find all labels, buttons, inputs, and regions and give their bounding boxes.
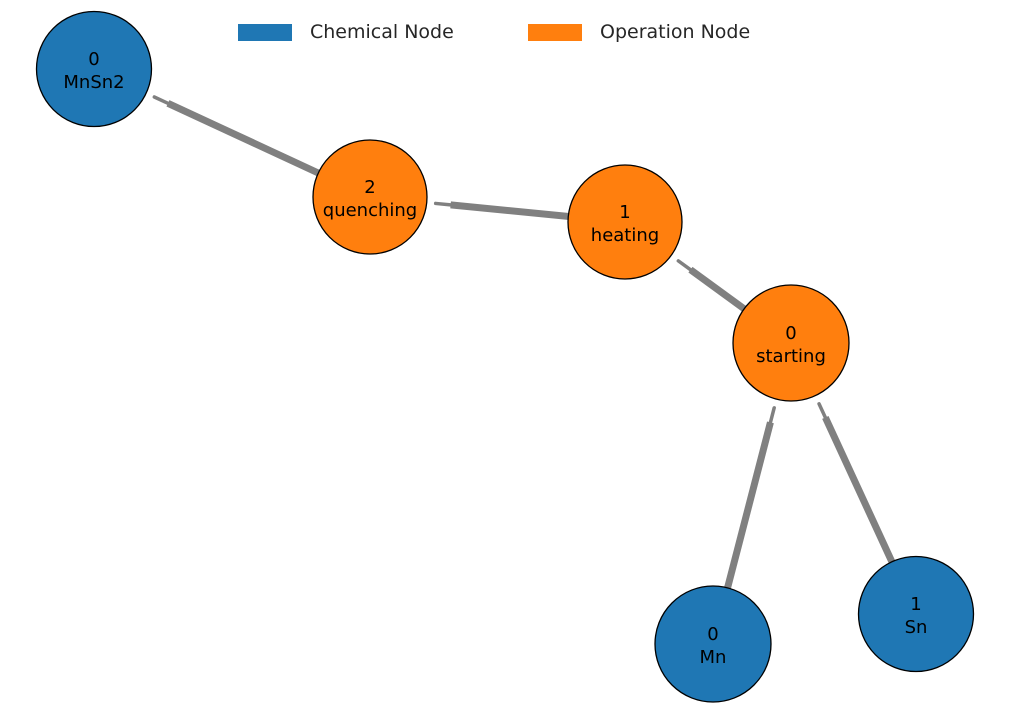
node-Mn: 0Mn <box>654 585 772 703</box>
node-quenching: 2quenching <box>312 139 428 255</box>
node-label-MnSn2: 0MnSn2 <box>63 49 124 93</box>
node-heating: 1heating <box>567 164 683 280</box>
node-label-Sn: 1Sn <box>905 594 928 638</box>
node-MnSn2: 0MnSn2 <box>35 10 153 128</box>
node-label-heating: 1heating <box>591 202 659 246</box>
node-starting: 0starting <box>732 284 850 402</box>
node-label-quenching: 2quenching <box>323 177 417 221</box>
node-label-starting: 0starting <box>756 323 826 367</box>
node-label-Mn: 0Mn <box>700 624 727 668</box>
node-Sn: 1Sn <box>857 555 975 673</box>
